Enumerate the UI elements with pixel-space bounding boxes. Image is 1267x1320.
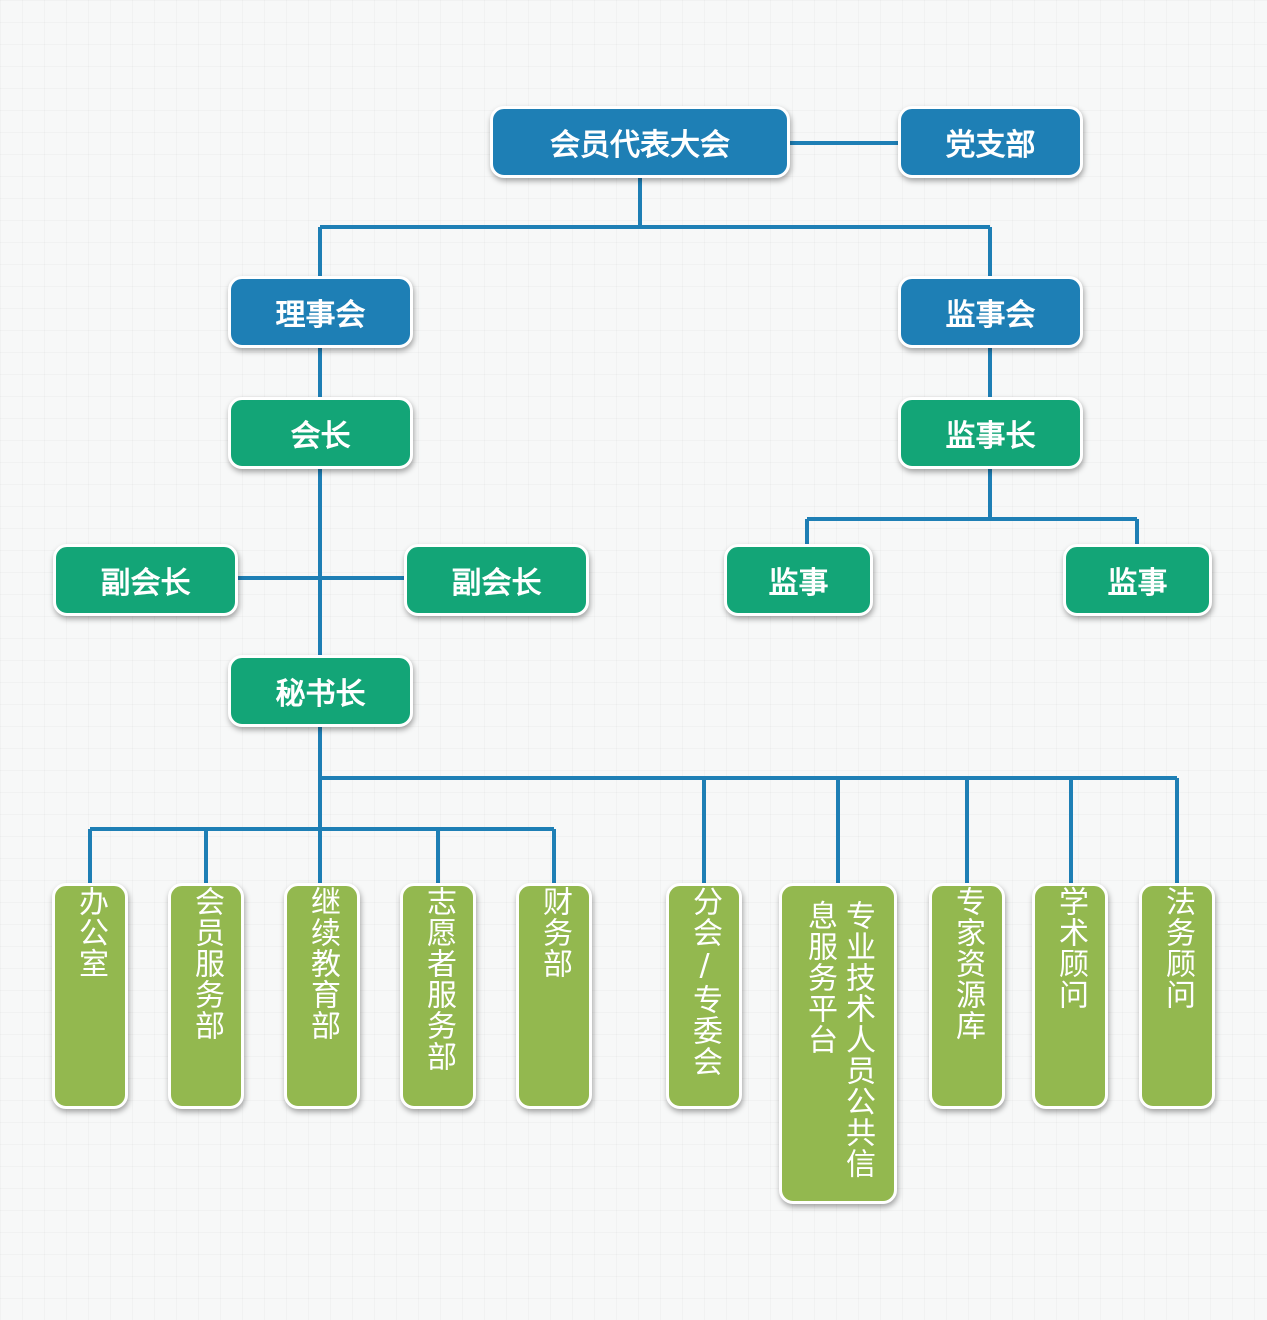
dept-label: 专家资源库 bbox=[950, 886, 985, 1041]
node-label: 会员代表大会 bbox=[550, 128, 730, 163]
dept-label: 会员服务部 bbox=[189, 886, 224, 1041]
node-label: 理事会 bbox=[275, 298, 366, 333]
dept-label: 志愿者服务部 bbox=[421, 886, 456, 1072]
node-label: 监事长 bbox=[945, 419, 1036, 454]
node-label: 副会长 bbox=[451, 566, 542, 601]
dept-label: 继续教育部 bbox=[305, 886, 340, 1041]
node-member-assembly: 会员代表大会 bbox=[490, 106, 790, 178]
dept-volunteer-services: 志愿者服务部 bbox=[400, 883, 476, 1109]
dept-continuing-education: 继续教育部 bbox=[284, 883, 360, 1109]
node-label: 会长 bbox=[290, 419, 351, 454]
node-supervisor-right: 监事 bbox=[1063, 544, 1212, 616]
dept-legal-advisor: 法务顾问 bbox=[1139, 883, 1215, 1109]
node-secretary-general: 秘书长 bbox=[228, 655, 413, 727]
node-supervisor-left: 监事 bbox=[724, 544, 873, 616]
node-council: 理事会 bbox=[228, 276, 413, 348]
node-label: 党支部 bbox=[945, 128, 1036, 163]
node-party-branch: 党支部 bbox=[898, 106, 1083, 178]
dept-expert-pool: 专家资源库 bbox=[929, 883, 1005, 1109]
node-label: 秘书长 bbox=[275, 677, 366, 712]
dept-label: 学术顾问 bbox=[1053, 886, 1088, 1010]
dept-label: 法务顾问 bbox=[1160, 886, 1195, 1010]
dept-label: 专业技术人员公共信息服务平台 bbox=[802, 900, 875, 1179]
dept-office: 办公室 bbox=[52, 883, 128, 1109]
node-president: 会长 bbox=[228, 397, 413, 469]
node-label: 副会长 bbox=[100, 566, 191, 601]
node-label: 监事会 bbox=[945, 298, 1036, 333]
dept-academic-advisor: 学术顾问 bbox=[1032, 883, 1108, 1109]
dept-public-info-platform: 专业技术人员公共信息服务平台 bbox=[779, 883, 897, 1204]
node-chief-supervisor: 监事长 bbox=[898, 397, 1083, 469]
dept-label: 办公室 bbox=[73, 886, 108, 979]
node-vice-president-right: 副会长 bbox=[404, 544, 589, 616]
node-vice-president-left: 副会长 bbox=[53, 544, 238, 616]
node-label: 监事 bbox=[1107, 566, 1168, 601]
dept-member-services: 会员服务部 bbox=[168, 883, 244, 1109]
node-label: 监事 bbox=[768, 566, 829, 601]
node-supervisory-board: 监事会 bbox=[898, 276, 1083, 348]
dept-branches-committees: 分会/专委会 bbox=[666, 883, 742, 1109]
dept-finance: 财务部 bbox=[516, 883, 592, 1109]
dept-label: 分会/专委会 bbox=[687, 886, 722, 1077]
dept-label: 财务部 bbox=[537, 886, 572, 979]
